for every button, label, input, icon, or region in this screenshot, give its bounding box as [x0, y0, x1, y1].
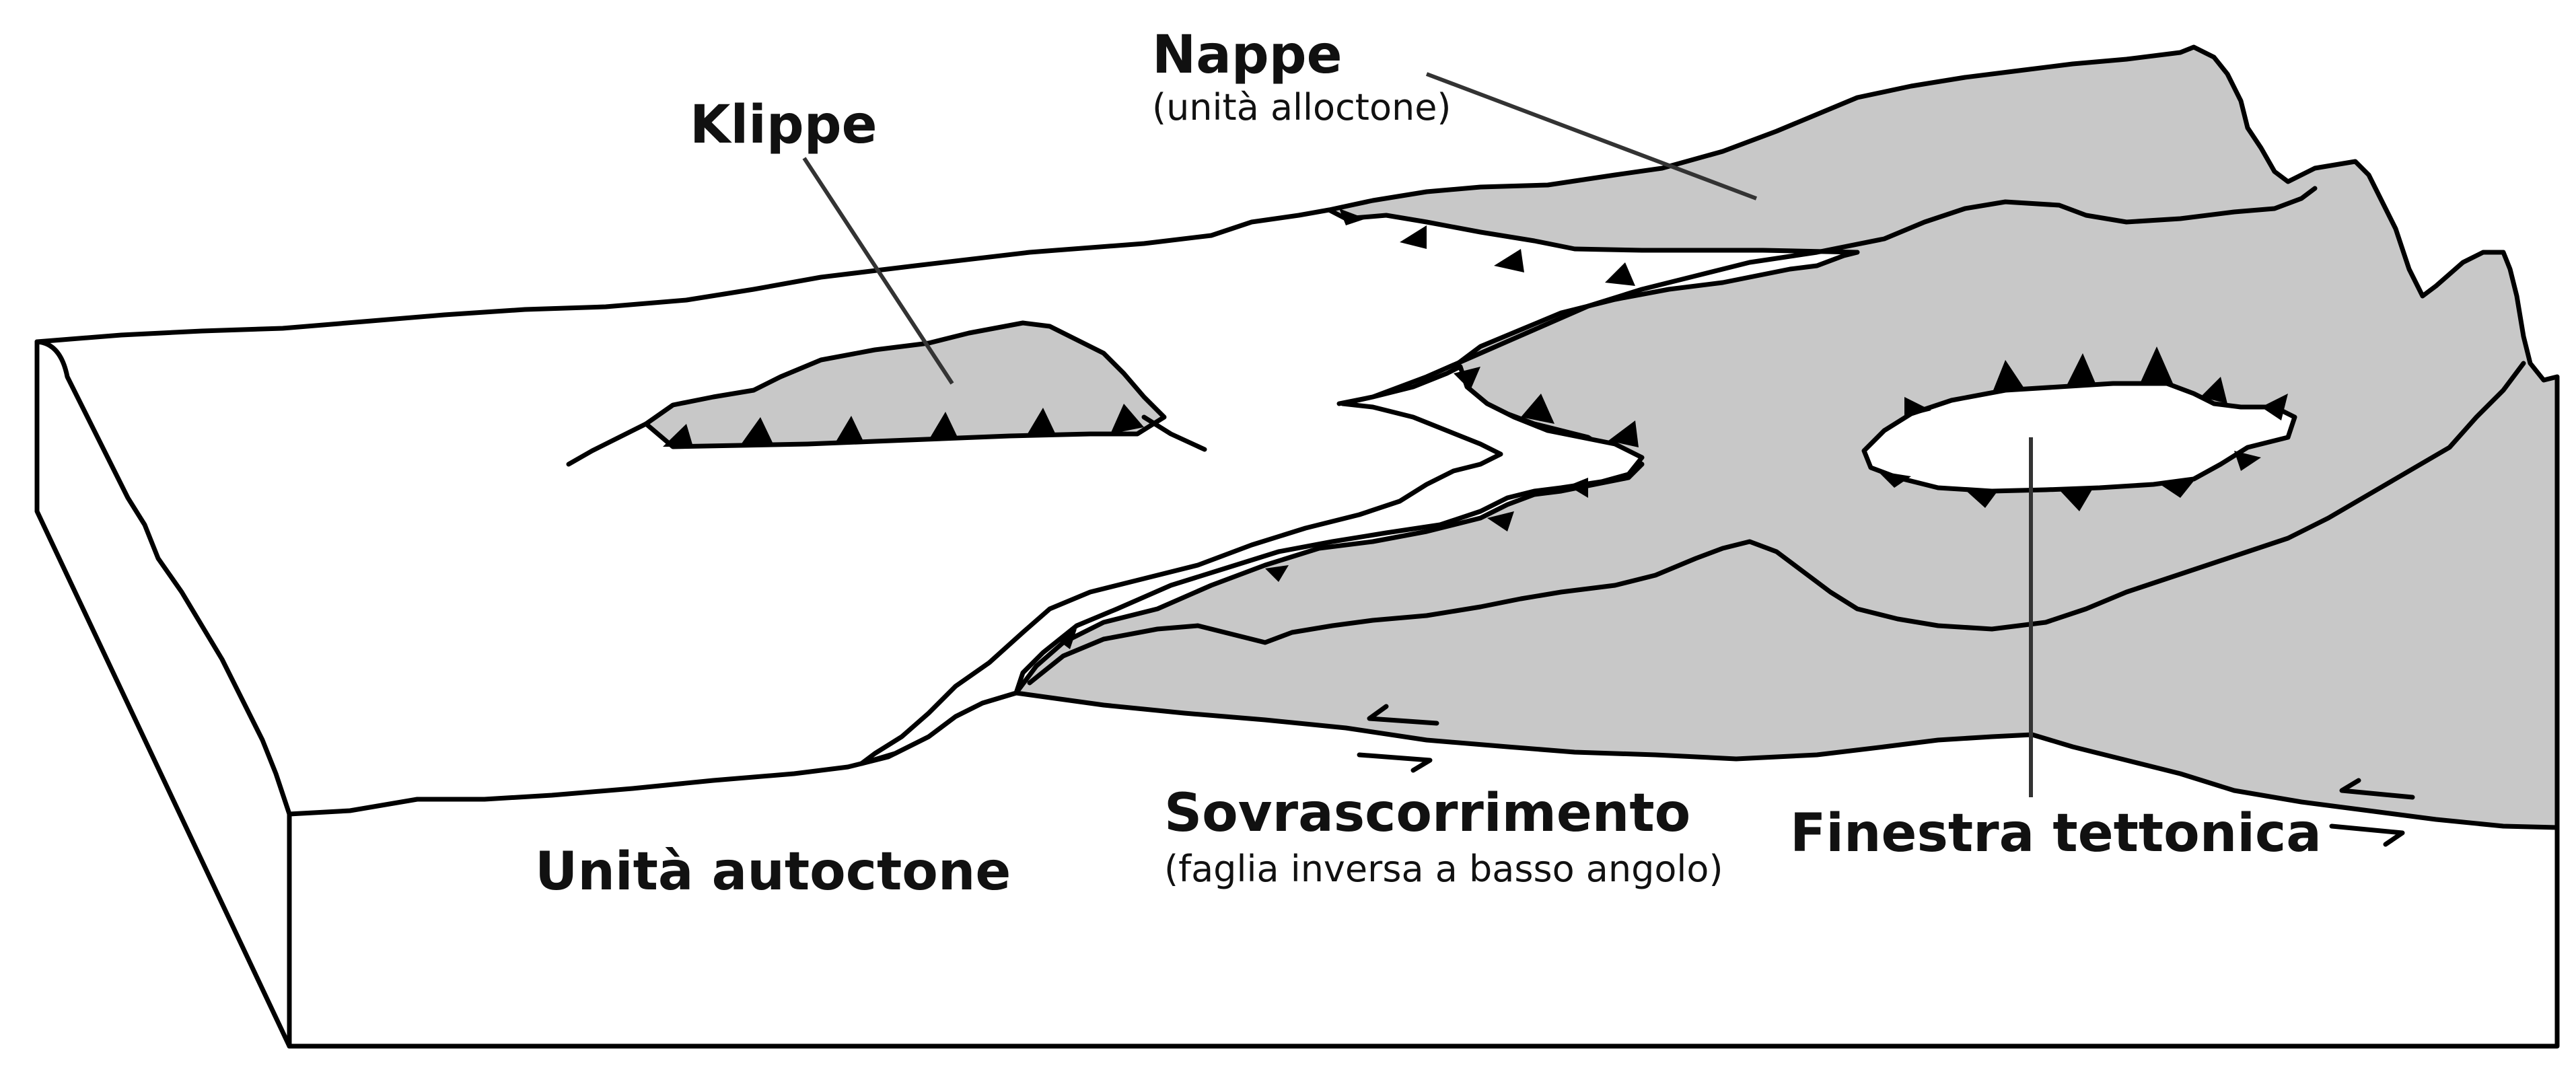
klippe-thrust-teeth — [663, 404, 1144, 447]
autochthon-label: Unità autoctone — [535, 842, 1011, 902]
arrow-right-lower — [1357, 752, 1433, 773]
leader-lines — [802, 72, 2033, 797]
autochthon-front-edge — [287, 690, 1019, 817]
thrust-tooth — [1992, 360, 2026, 394]
thrust-tooth — [1487, 511, 1514, 531]
thrust-tooth — [2261, 394, 2288, 420]
nappe-title-label: Nappe — [1152, 25, 1342, 85]
thrust-tooth — [834, 416, 865, 444]
thrust-tooth — [663, 424, 693, 447]
thrust-tooth — [2066, 353, 2096, 387]
window-thrust-teeth — [1877, 346, 2288, 511]
thrust-title-label: Sovrascorrimento — [1164, 783, 1690, 844]
thrust-tooth — [1605, 262, 1635, 286]
block-frame — [34, 339, 2560, 1049]
thrust-tooth — [1568, 478, 1588, 498]
arrow-right-right-side — [2329, 823, 2405, 847]
autochthon-inlet — [859, 364, 1645, 766]
thrust-tooth — [2140, 346, 2174, 385]
thrust-tooth — [1339, 209, 1366, 225]
klippe-leader — [802, 157, 954, 385]
thrust-tooth — [1057, 629, 1077, 649]
thrust-subtitle-label: (faglia inversa a basso angolo) — [1164, 848, 1723, 890]
nappe-leader — [1425, 72, 1758, 200]
nappe-internal-line-upper — [1336, 186, 2318, 406]
thrust-tooth — [2234, 451, 2261, 471]
block-left-face-top — [34, 339, 292, 817]
klippe-right-tail — [1141, 414, 1207, 452]
klippe-label: Klippe — [690, 95, 877, 155]
nappe-internal-line-lower — [1027, 361, 2526, 686]
klippe-trailing-line — [566, 421, 649, 467]
thrust-tooth — [1877, 471, 1911, 488]
thrust-tooth — [2059, 488, 2093, 511]
thrust-tooth — [2160, 481, 2194, 498]
thrust-arrows — [1357, 704, 2415, 847]
thrust-tooth — [1026, 408, 1057, 436]
thrust-tooth — [1494, 249, 1524, 272]
thrust-tooth — [2201, 377, 2227, 404]
window-label: Finestra tettonica — [1790, 803, 2322, 864]
klippe-body — [643, 320, 1167, 449]
thrust-tooth — [929, 412, 959, 440]
thrust-tooth — [1521, 394, 1554, 424]
thrust-tooth — [1608, 420, 1639, 447]
arrow-left-upper — [1367, 704, 1439, 726]
thrust-tooth — [1454, 367, 1480, 390]
thrust-tooth — [1265, 565, 1289, 582]
thrust-tooth — [1965, 490, 1999, 508]
thrust-tooth — [740, 417, 774, 445]
thrust-tooth — [1400, 225, 1427, 249]
nappe-body — [1013, 44, 2560, 830]
autochthon-surface-outline — [34, 207, 1332, 344]
nappe-front-thrust-teeth — [1057, 209, 1639, 649]
arrow-left-right-side — [2339, 778, 2415, 800]
nappe-subtitle-label: (unità alloctone) — [1152, 86, 1452, 128]
thrust-tooth — [1110, 404, 1144, 434]
thrust-tooth — [1904, 397, 1931, 417]
